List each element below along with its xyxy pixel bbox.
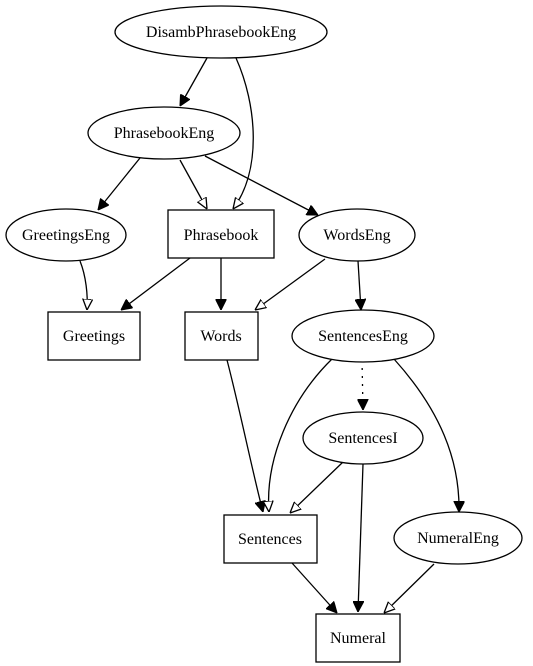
node-label: GreetingsEng [22,227,110,244]
node-label: SentencesEng [318,328,408,345]
edge-sentencesi-numeral [358,463,363,612]
node-label: Greetings [63,328,125,345]
node-disambphrasebookeng: DisambPhrasebookEng [114,5,328,59]
node-label: NumeralEng [417,530,499,547]
node-greetings: Greetings [47,311,141,361]
edge-sentences-numeral [291,562,337,613]
node-label: Phrasebook [184,227,259,244]
nodes: DisambPhrasebookEng PhrasebookEng Greeti… [5,5,523,663]
edge-numeraleng-numeral [384,563,435,613]
node-label: SentencesI [328,430,397,447]
node-sentencesi: SentencesI [302,411,424,465]
node-numeraleng: NumeralEng [393,511,523,565]
edge-phrasebookeng-greetingseng [98,157,141,210]
edge-phrasebookeng-phrasebook [179,159,207,209]
edge-sentenceseng-sentencesi [362,359,363,410]
node-greetingseng: GreetingsEng [5,208,127,262]
edge-greetingseng-greetings [79,260,87,310]
node-phrasebook: Phrasebook [167,209,275,259]
edge-sentenceseng-sentences [269,358,333,512]
node-label: Words [200,328,241,345]
node-phrasebookeng: PhrasebookEng [87,106,241,160]
edges [79,57,459,613]
edge-disambphrasebookeng-phrasebookeng [180,57,208,106]
node-sentenceseng: SentencesEng [291,309,435,363]
node-label: DisambPhrasebookEng [146,24,296,41]
edge-words-sentences [226,359,263,512]
node-words: Words [184,311,259,361]
node-wordseng: WordsEng [298,208,416,262]
node-label: Sentences [238,531,302,548]
node-label: Numeral [330,630,387,647]
edge-sentenceseng-numeraleng [393,358,459,512]
edge-wordseng-words [255,258,326,310]
edge-phrasebookeng-wordseng [204,155,318,216]
edge-sentencesi-sentences [290,461,344,513]
edge-disambphrasebookeng-phrasebook [233,57,254,209]
edge-wordseng-sentenceseng [358,260,361,310]
node-numeral: Numeral [315,613,401,663]
edge-phrasebook-greetings [121,257,191,310]
node-sentences: Sentences [223,514,318,564]
node-label: PhrasebookEng [114,125,214,142]
node-label: WordsEng [323,227,390,244]
